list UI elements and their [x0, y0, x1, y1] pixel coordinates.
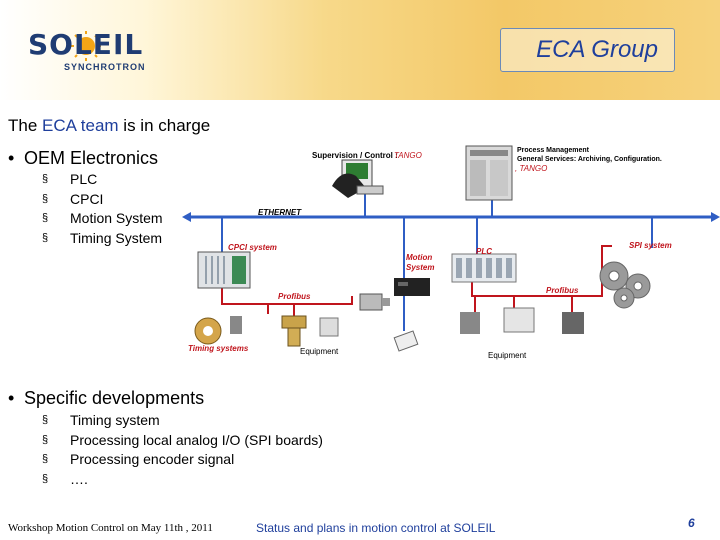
bullet-dot: •: [8, 148, 15, 168]
label-equipment-2: Equipment: [488, 351, 527, 360]
label-tango-2: , TANGO: [515, 164, 547, 173]
subtitle-highlight: ECA team: [42, 116, 119, 135]
bus-arrow-right: [711, 212, 720, 222]
gears-icon: [599, 261, 651, 309]
developments-list: Timing system Processing local analog I/…: [42, 411, 323, 489]
list-item: CPCI: [42, 190, 163, 210]
timing-devices-icon: [194, 316, 242, 345]
oem-list: PLC CPCI Motion System Timing System: [42, 170, 163, 248]
workstation-icon: [332, 159, 384, 198]
subtitle-pre: The: [8, 116, 43, 135]
label-profibus-1: Profibus: [278, 292, 311, 301]
list-item: Timing System: [42, 229, 163, 249]
list-item: ….: [42, 470, 323, 490]
label-tango-1: TANGO: [394, 151, 422, 160]
label-equipment-1: Equipment: [300, 347, 339, 356]
footer-title: Status and plans in motion control at SO…: [256, 521, 496, 535]
list-item: Processing local analog I/O (SPI boards): [42, 431, 323, 451]
bullet-specific-developments: • Specific developments: [8, 388, 204, 409]
logo-subtext: SYNCHROTRON: [64, 62, 146, 72]
valve-icon: [281, 315, 339, 347]
header-banner: SOLEIL SYNCHROTRON ECA Group: [0, 0, 720, 100]
label-profibus-2: Profibus: [546, 286, 579, 295]
bullet-oem-electronics: • OEM Electronics: [8, 148, 158, 169]
logo-text: SOLEIL: [28, 28, 144, 61]
diagram-svg: Supervision / Control : TANGO Process Ma…: [182, 145, 720, 360]
label-cpci: CPCI system: [228, 243, 277, 252]
list-item: Timing system: [42, 411, 323, 431]
bus-arrow-left: [182, 212, 191, 222]
server-icon: [465, 145, 513, 201]
cpci-rack-icon: [197, 251, 251, 289]
label-process-1: Process Management: [517, 147, 590, 154]
sun-logo-icon: [71, 31, 101, 61]
bullet-dot: •: [8, 388, 15, 408]
equipment-right-icon: [460, 307, 584, 334]
title-frame: [500, 28, 675, 72]
list-item: PLC: [42, 170, 163, 190]
label-motion-1: Motion: [406, 253, 432, 262]
slide-subtitle: The ECA team is in charge: [8, 116, 210, 136]
label-ethernet: ETHERNET: [258, 208, 302, 217]
slide-title: ECA Group: [536, 36, 658, 63]
label-process-2: General Services: Archiving, Configurati…: [517, 156, 662, 163]
system-architecture-diagram: Supervision / Control : TANGO Process Ma…: [182, 136, 720, 364]
soleil-logo: SOLEIL SYNCHROTRON: [28, 28, 168, 78]
motor-icon: [359, 293, 390, 311]
label-supervision: Supervision / Control :: [312, 151, 398, 160]
label-timing: Timing systems: [188, 344, 249, 353]
label-motion-2: System: [406, 263, 434, 272]
footer-event: Workshop Motion Control on May 11th , 20…: [8, 522, 213, 534]
label-spi: SPI system: [629, 241, 672, 250]
section1-heading: OEM Electronics: [24, 148, 159, 168]
list-item: Motion System: [42, 209, 163, 229]
label-plc: PLC: [476, 247, 492, 256]
list-item: Processing encoder signal: [42, 450, 323, 470]
encoder-icon: [393, 330, 419, 352]
subtitle-post: is in charge: [118, 116, 211, 135]
plc-icon: [451, 253, 517, 283]
page-number: 6: [688, 516, 695, 530]
motion-controller-icon: [394, 278, 430, 296]
section2-heading: Specific developments: [24, 388, 205, 408]
